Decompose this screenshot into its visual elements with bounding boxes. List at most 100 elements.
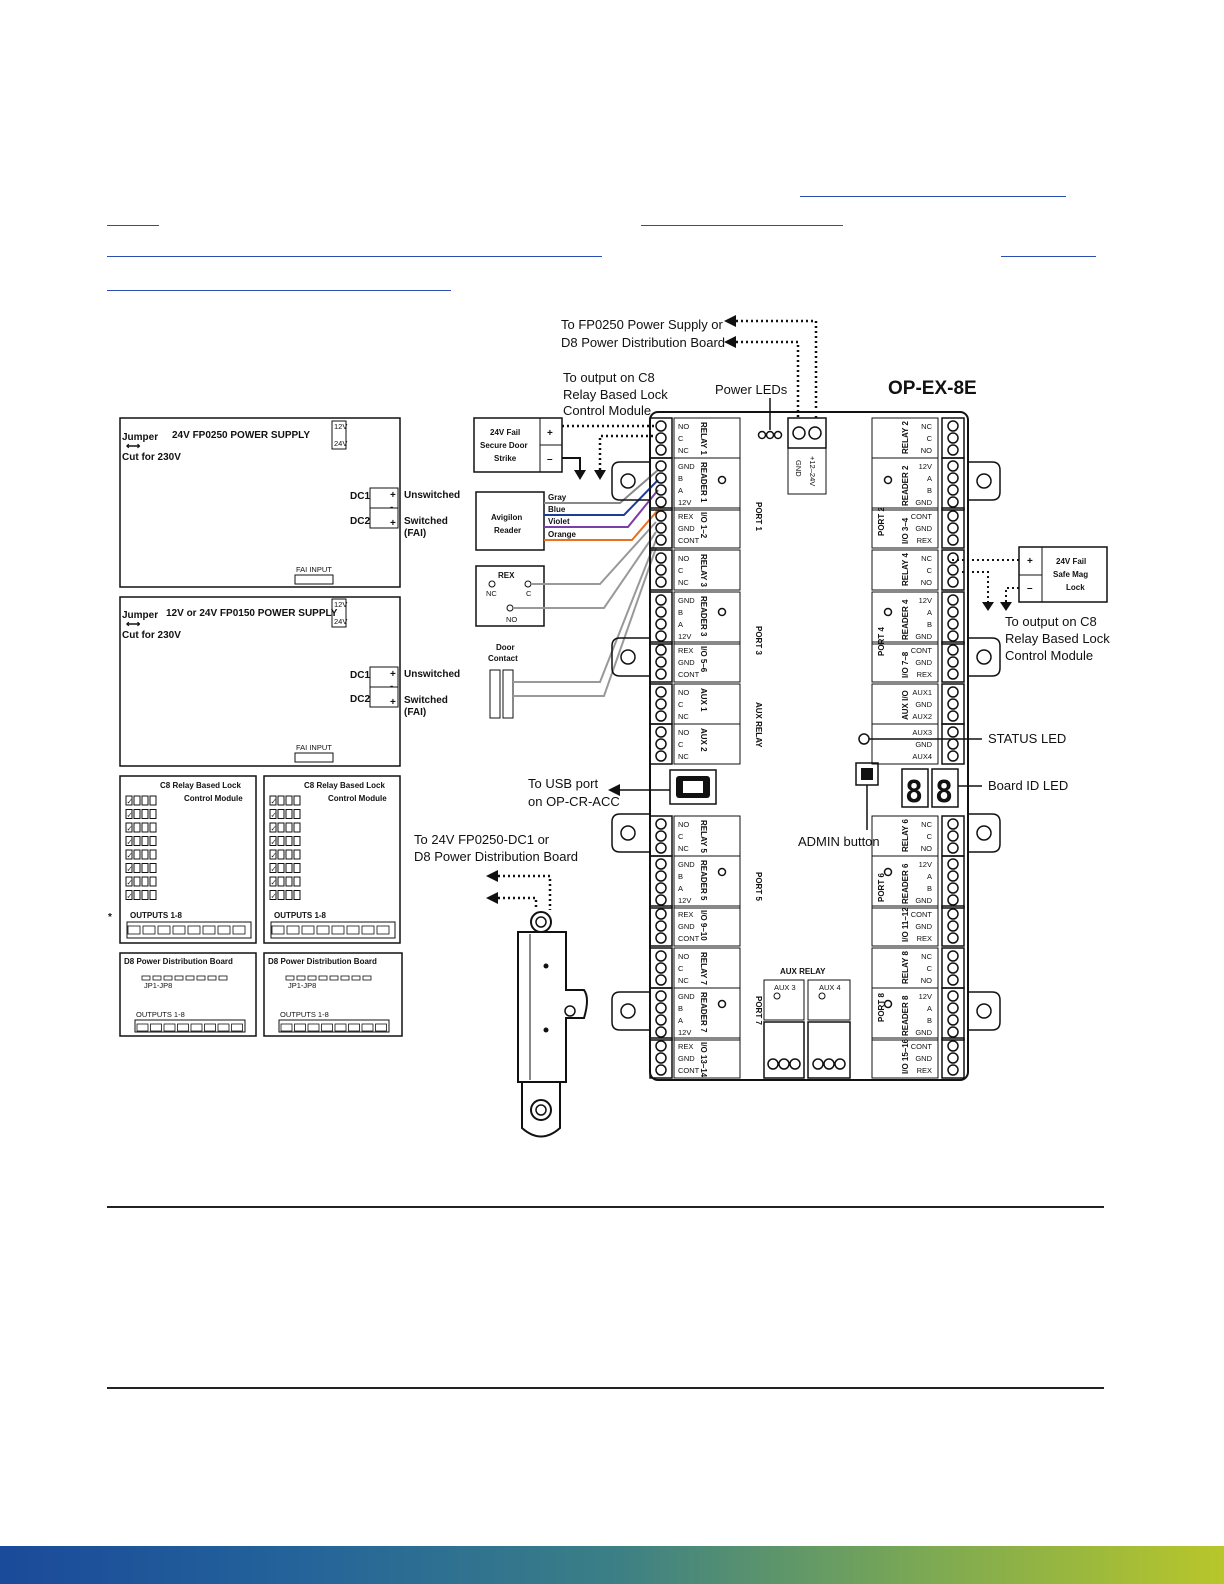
link-underline[interactable] <box>1001 256 1096 257</box>
svg-text:D8 Power Distribution Board: D8 Power Distribution Board <box>124 957 233 966</box>
output-terminal <box>316 925 330 935</box>
terminal-screw <box>947 576 959 588</box>
link-underline[interactable] <box>107 290 451 291</box>
terminal-pin-label: NO <box>921 844 932 853</box>
svg-text:+: + <box>390 490 396 501</box>
terminal-screw <box>655 496 667 508</box>
terminal-pin-label: REX <box>678 910 693 919</box>
terminal-side-label: I/O 11–12 <box>901 907 910 942</box>
terminal-pin-label: GND <box>915 1028 932 1037</box>
terminal-screw <box>655 618 667 630</box>
output-terminal <box>190 1023 203 1032</box>
terminal-side-label: I/O 5–6 <box>699 646 708 673</box>
c8-switch <box>285 890 293 900</box>
link-underline[interactable] <box>107 225 159 226</box>
terminal-screw <box>655 726 667 738</box>
svg-text:OUTPUTS 1-8: OUTPUTS 1-8 <box>280 1010 329 1019</box>
output-terminal <box>361 925 375 935</box>
svg-text:Door: Door <box>496 643 515 652</box>
terminal-screw <box>947 594 959 606</box>
terminal-screw <box>947 1014 959 1026</box>
svg-text:8: 8 <box>905 775 923 810</box>
svg-text:AUX 3: AUX 3 <box>774 983 796 992</box>
terminal-side-label: I/O 3–4 <box>901 517 910 544</box>
c8-switch <box>293 890 301 900</box>
output-terminal <box>375 1023 387 1032</box>
svg-text:D8 Power Distribution Board: D8 Power Distribution Board <box>268 957 377 966</box>
terminal-pin-label: NO <box>678 728 689 737</box>
link-underline[interactable] <box>107 256 602 257</box>
terminal-screw <box>655 750 667 762</box>
jumper <box>218 975 228 981</box>
c8-switch <box>293 795 301 806</box>
output-terminal <box>142 925 156 935</box>
terminal-screw <box>655 698 667 710</box>
svg-text:NO: NO <box>506 615 517 624</box>
terminal-screw <box>655 564 667 576</box>
callouts: To FP0250 Power Supply or D8 Power Distr… <box>414 315 1110 910</box>
svg-text:Relay Based Lock: Relay Based Lock <box>1005 631 1110 646</box>
terminal-screw <box>947 686 959 698</box>
c8-switch <box>277 849 285 860</box>
c8-module-right: C8 Relay Based Lock Control Module ✓✓✓✓✓… <box>263 775 401 944</box>
check-mark: ✓ <box>271 865 277 874</box>
svg-text:PORT 8: PORT 8 <box>877 993 886 1022</box>
terminal-side-label: RELAY 2 <box>901 421 910 454</box>
terminal-screw <box>655 950 667 962</box>
c8-switch <box>293 836 301 846</box>
terminal-screw <box>655 484 667 496</box>
link-underline[interactable] <box>800 196 1066 197</box>
section-rule <box>107 1387 1104 1389</box>
link-underline[interactable] <box>641 225 843 226</box>
terminal-pin-label: C <box>678 740 684 749</box>
check-mark: ✓ <box>271 878 277 887</box>
svg-text:+: + <box>390 697 396 708</box>
terminal-side-label: READER 5 <box>699 860 708 901</box>
output-terminal <box>331 925 345 935</box>
terminal-pin-label: B <box>678 474 683 483</box>
terminal-side-label: AUX I/O <box>901 690 910 720</box>
terminal-screw <box>947 484 959 496</box>
c8-switch <box>277 795 285 806</box>
terminal-pin-label: NC <box>921 952 932 961</box>
svg-text:Safe Mag: Safe Mag <box>1053 570 1088 579</box>
terminal-side-label: READER 2 <box>901 465 910 506</box>
terminal-pin-label: NO <box>921 976 932 985</box>
output-terminal <box>204 1023 216 1032</box>
check-mark: ✓ <box>271 811 277 820</box>
c8-switch <box>269 809 277 819</box>
terminal-pin-label: CONT <box>678 1066 700 1075</box>
svg-text:Avigilon: Avigilon <box>491 513 522 522</box>
terminal-pin-label: GND <box>678 860 695 869</box>
section-rule <box>107 1206 1104 1208</box>
terminal-screw <box>947 618 959 630</box>
terminal-screw <box>947 932 959 944</box>
terminal-pin-label: CONT <box>678 536 700 545</box>
terminal-pin-label: NC <box>921 422 932 431</box>
svg-text:Relay Based Lock: Relay Based Lock <box>563 387 668 402</box>
terminal-screw <box>655 510 667 522</box>
terminal-pin-label: 12V <box>919 992 932 1001</box>
terminal-pin-label: C <box>927 434 933 443</box>
svg-text:12V: 12V <box>334 600 347 609</box>
jumper <box>152 975 162 981</box>
terminal-screw <box>947 472 959 484</box>
output-terminal <box>280 1023 293 1032</box>
terminal-screw <box>947 668 959 680</box>
terminal-side-label: RELAY 4 <box>901 553 910 586</box>
terminal-pin-label: A <box>927 608 932 617</box>
terminal-screw <box>947 920 959 932</box>
c8-switch <box>285 809 293 819</box>
svg-text:D8 Power Distribution Board: D8 Power Distribution Board <box>561 335 725 350</box>
jumper <box>296 975 306 981</box>
svg-text:PORT 1: PORT 1 <box>754 502 763 531</box>
svg-text:24V: 24V <box>334 617 347 626</box>
terminal-screw <box>947 1040 959 1052</box>
